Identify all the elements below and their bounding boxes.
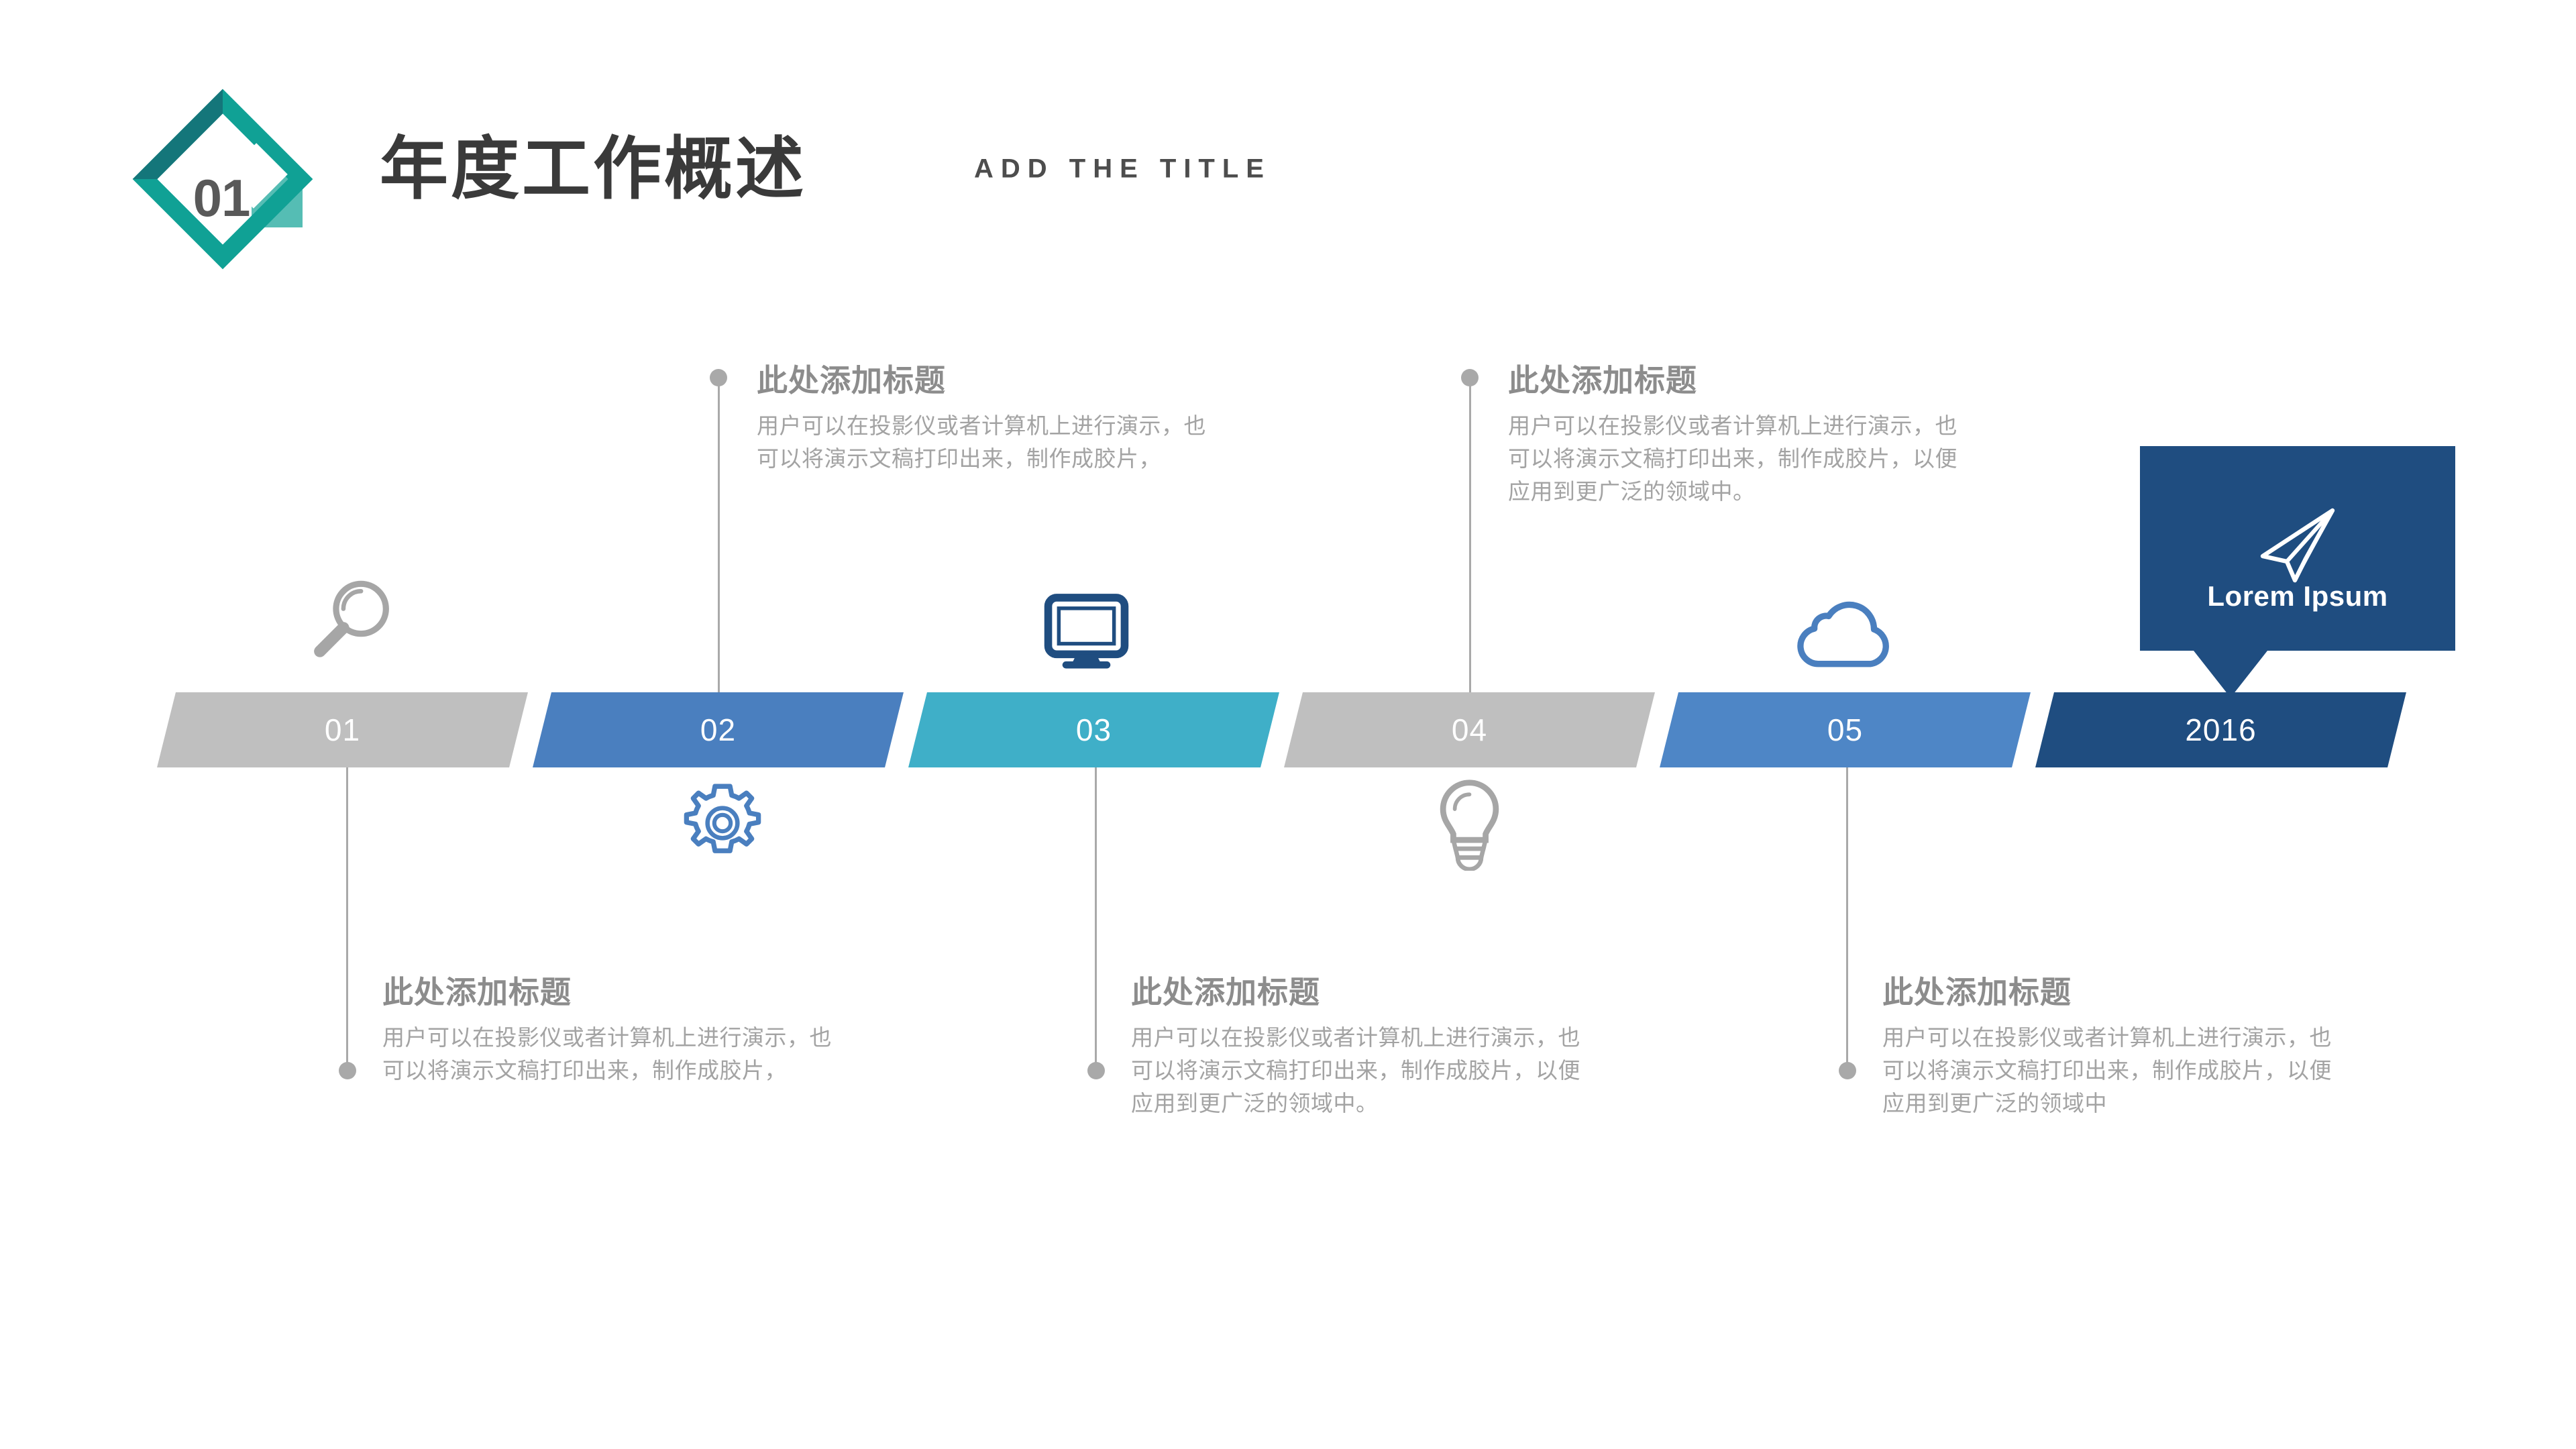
- cloud-icon: [1790, 597, 1897, 678]
- text-block-title: 此处添加标题: [1131, 975, 1320, 1010]
- timeline-bar-strip: 01 02 03 04 05 2016: [0, 692, 2576, 767]
- text-block-title: 此处添加标题: [382, 975, 572, 1010]
- timeline-step-01[interactable]: [157, 692, 528, 767]
- magnifier-icon: [305, 574, 399, 671]
- text-block-body: 用户可以在投影仪或者计算机上进行演示，也可以将演示文稿打印出来，制作成胶片，: [382, 1025, 832, 1083]
- lightbulb-icon: [1428, 777, 1511, 874]
- text-block-below-05: 此处添加标题 用户可以在投影仪或者计算机上进行演示，也可以将演示文稿打印出来，制…: [1882, 974, 2352, 1120]
- connector-dot: [1839, 1062, 1856, 1079]
- text-block-below-03: 此处添加标题 用户可以在投影仪或者计算机上进行演示，也可以将演示文稿打印出来，制…: [1131, 974, 1601, 1120]
- connector-line: [1095, 765, 1097, 1067]
- text-block-body: 用户可以在投影仪或者计算机上进行演示，也可以将演示文稿打印出来，制作成胶片，以便…: [1508, 413, 1957, 504]
- connector-line: [718, 378, 720, 696]
- timeline-step-04[interactable]: [1284, 692, 1655, 767]
- connector-dot: [339, 1062, 356, 1079]
- page-title: 年度工作概述: [380, 131, 806, 207]
- monitor-icon: [1041, 585, 1132, 679]
- text-block-body: 用户可以在投影仪或者计算机上进行演示，也可以将演示文稿打印出来，制作成胶片，以便…: [1131, 1025, 1580, 1116]
- connector-line: [1469, 378, 1471, 696]
- callout-pointer: [2194, 651, 2267, 698]
- section-number-text: 01: [193, 168, 251, 227]
- text-block-body: 用户可以在投影仪或者计算机上进行演示，也可以将演示文稿打印出来，制作成胶片，: [757, 413, 1206, 472]
- slide-header: 01 年度工作概述 ADD THE TITLE: [0, 0, 2576, 322]
- timeline-step-03[interactable]: [908, 692, 1279, 767]
- text-block-title: 此处添加标题: [1882, 975, 2072, 1010]
- section-number-badge: 01: [132, 89, 345, 302]
- text-block-title: 此处添加标题: [1508, 363, 1697, 398]
- connector-line: [346, 765, 348, 1067]
- page-subtitle: ADD THE TITLE: [974, 154, 1271, 184]
- text-block-body: 用户可以在投影仪或者计算机上进行演示，也可以将演示文稿打印出来，制作成胶片，以便…: [1882, 1025, 2332, 1116]
- text-block-below-01: 此处添加标题 用户可以在投影仪或者计算机上进行演示，也可以将演示文稿打印出来，制…: [382, 974, 852, 1087]
- text-block-above-02: 此处添加标题 用户可以在投影仪或者计算机上进行演示，也可以将演示文稿打印出来，制…: [757, 362, 1226, 476]
- paper-plane-icon: [2254, 505, 2341, 589]
- text-block-title: 此处添加标题: [757, 363, 946, 398]
- lorem-ipsum-callout[interactable]: Lorem Ipsum: [2140, 446, 2455, 651]
- gear-icon: [679, 780, 766, 870]
- timeline-step-05[interactable]: [1660, 692, 2031, 767]
- text-block-above-04: 此处添加标题 用户可以在投影仪或者计算机上进行演示，也可以将演示文稿打印出来，制…: [1508, 362, 1978, 508]
- lorem-ipsum-label: Lorem Ipsum: [2207, 580, 2388, 612]
- timeline-step-02[interactable]: [533, 692, 904, 767]
- connector-line: [1846, 765, 1848, 1067]
- timeline-step-2016[interactable]: [2035, 692, 2406, 767]
- connector-dot: [1087, 1062, 1105, 1079]
